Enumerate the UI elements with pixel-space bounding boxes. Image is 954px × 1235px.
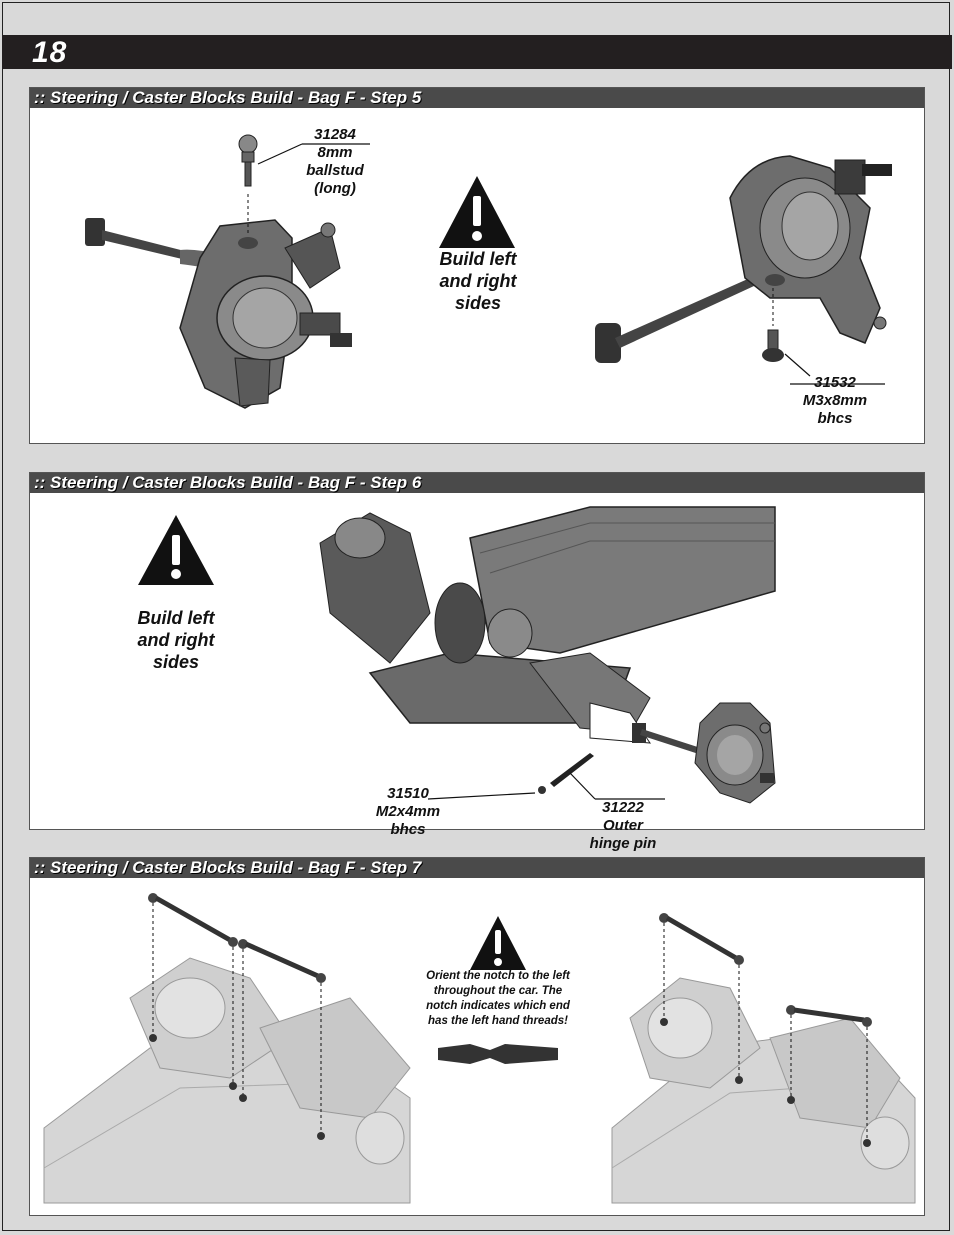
left-chassis-illustration	[43, 957, 411, 1204]
right-caster-block-illustration	[729, 155, 892, 344]
step7-section: :: Steering / Caster Blocks Build - Bag …	[29, 857, 925, 1216]
step6-warning-text: Build left and right sides	[137, 608, 215, 672]
step5-title: :: Steering / Caster Blocks Build - Bag …	[30, 88, 924, 108]
page-header-bar	[2, 35, 952, 69]
step6-section: :: Steering / Caster Blocks Build - Bag …	[29, 472, 925, 852]
caster-block-assembly-illustration	[632, 702, 776, 804]
chassis-illustration	[319, 506, 776, 744]
part-callout-31222: 31222 Outer hinge pin	[589, 799, 657, 852]
part-callout-31532: 31532 M3x8mm bhcs	[802, 374, 868, 427]
part-callout-31284: 31284 8mm ballstud (long)	[306, 126, 364, 197]
right-chassis-illustration	[611, 977, 916, 1204]
step5-section: :: Steering / Caster Blocks Build - Bag …	[29, 87, 925, 444]
warning-icon	[470, 916, 526, 970]
step6-illustration	[138, 506, 776, 804]
ballstud-illustration	[238, 134, 258, 233]
outer-hinge-pin-illustration	[550, 753, 594, 787]
step5-body: 31284 8mm ballstud (long) Build left and…	[30, 108, 924, 443]
left-caster-block-illustration	[179, 219, 352, 409]
warning-icon	[138, 515, 214, 585]
step7-illustration	[43, 893, 916, 1204]
part-callout-31510: 31510 M2x4mm bhcs	[375, 785, 441, 838]
bhcs-screw-illustration	[762, 288, 784, 362]
step5-warning-text: Build left and right sides	[439, 249, 517, 313]
turnbuckle-notch-icon	[438, 1044, 558, 1064]
bhcs-screw-illustration	[538, 786, 546, 794]
right-driveshaft-illustration	[595, 278, 754, 363]
step7-body: Orient the notch to the left throughout …	[30, 878, 924, 1215]
step6-title: :: Steering / Caster Blocks Build - Bag …	[30, 473, 924, 493]
step6-body: Build left and right sides 31510 M2x4mm …	[30, 493, 924, 852]
step7-note-text: Orient the notch to the left throughout …	[426, 970, 570, 1027]
warning-icon	[439, 176, 515, 248]
left-turnbuckle-illustration	[148, 893, 326, 1140]
right-turnbuckle-illustration	[659, 913, 872, 1147]
step5-illustration	[85, 134, 892, 409]
page-number: 18	[32, 36, 68, 69]
step7-title: :: Steering / Caster Blocks Build - Bag …	[30, 858, 924, 878]
